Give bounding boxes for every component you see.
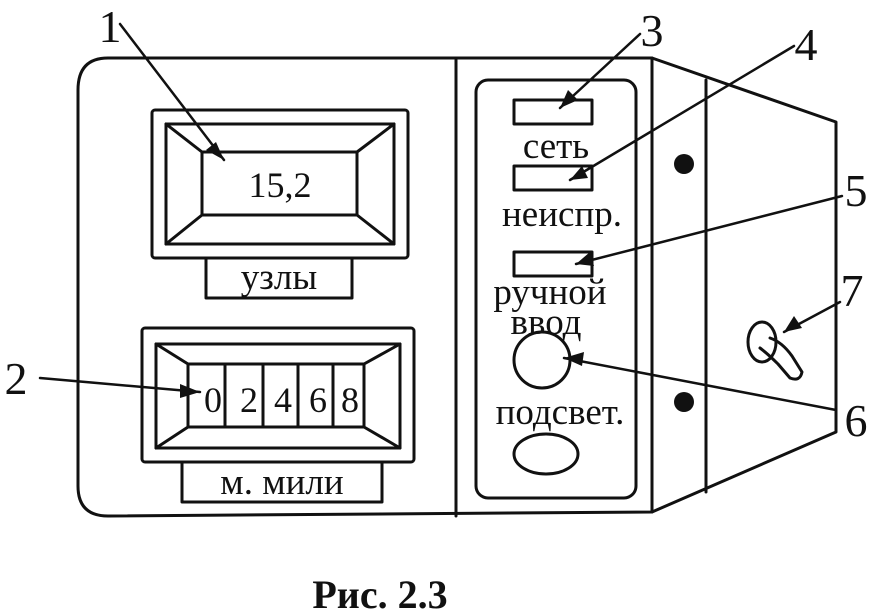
callout-number: 5 [845,165,868,216]
figure-caption: Рис. 2.3 [312,572,447,616]
speed-unit-label: узлы [241,257,317,298]
callout-number: 3 [641,5,664,56]
manual-input-label-line1: ручной [493,272,606,313]
backlight-label: подсвет. [496,392,625,433]
counter-digit: 0 [204,380,222,420]
counter-digit: 4 [274,380,292,420]
toggle-switch [746,320,804,381]
counter-digit: 2 [240,380,258,420]
fault-lamp [512,164,594,192]
callout-number: 1 [99,1,122,52]
network-label: сеть [523,126,589,167]
distance-unit-label: м. мили [220,462,343,503]
callout-lines [38,22,844,412]
counter-digit: 8 [341,380,359,420]
callout-arrowheads [180,90,802,398]
network-lamp [512,98,594,126]
distance-unit-plate [180,460,384,504]
callout-number: 7 [841,265,864,316]
backlight-button [512,432,580,476]
callout-number: 4 [795,19,818,70]
speed-unit-plate [204,256,354,300]
callout-number: 6 [845,395,868,446]
fault-label: неиспр. [502,194,622,235]
callout-number: 2 [5,353,28,404]
manual-input-label-line2: ввод [511,302,582,343]
mount-hole-lower [674,392,694,412]
counter-digit: 6 [309,380,327,420]
speed-reading: 15,2 [249,165,312,205]
control-panel [474,78,638,500]
device-body [76,56,838,518]
mount-hole-upper [674,154,694,174]
